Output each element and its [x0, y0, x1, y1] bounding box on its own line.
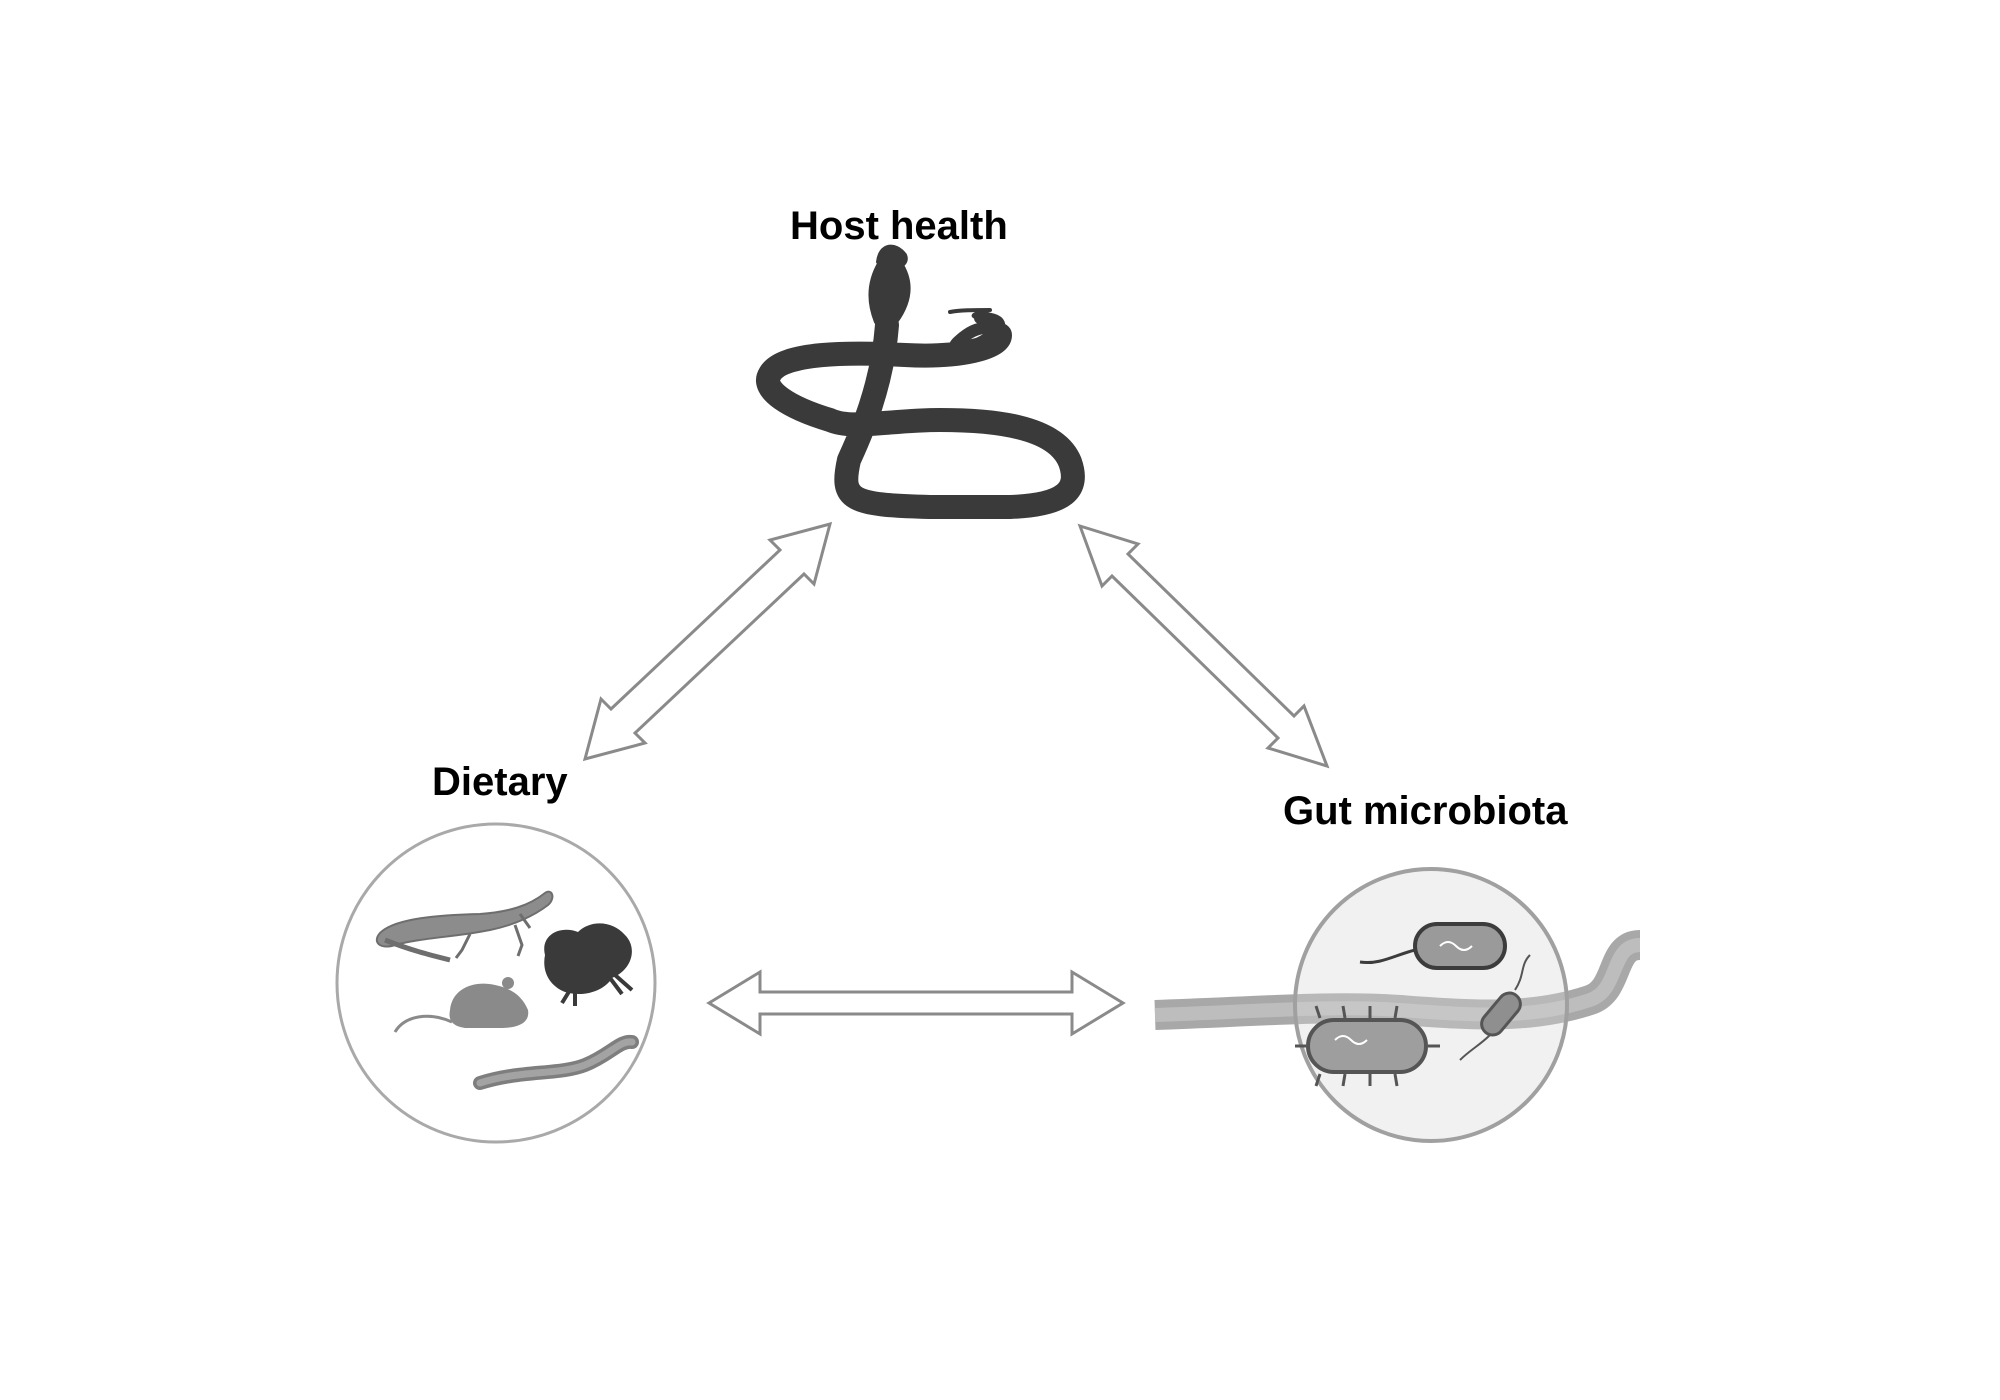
snake-icon [756, 244, 1085, 519]
mouse-icon [393, 977, 529, 1033]
dietary-label: Dietary [432, 760, 568, 804]
bacteria-in-gut-icon [1154, 867, 1643, 1143]
host-health-label: Host health [790, 204, 1008, 248]
arrow-host-gut [1077, 523, 1330, 769]
worm-icon [473, 1034, 639, 1090]
bacterium-top-icon [1359, 922, 1507, 970]
prey-animals-icon [335, 822, 657, 1144]
salamander-icon [375, 890, 554, 963]
bacterium-rod-icon [1459, 954, 1531, 1061]
bacterium-lower-icon [1295, 1005, 1440, 1087]
arrow-host-dietary [582, 521, 833, 762]
gut-microbiota-label: Gut microbiota [1283, 789, 1568, 833]
arrow-dietary-gut [706, 969, 1126, 1037]
toad-icon [544, 923, 634, 1006]
